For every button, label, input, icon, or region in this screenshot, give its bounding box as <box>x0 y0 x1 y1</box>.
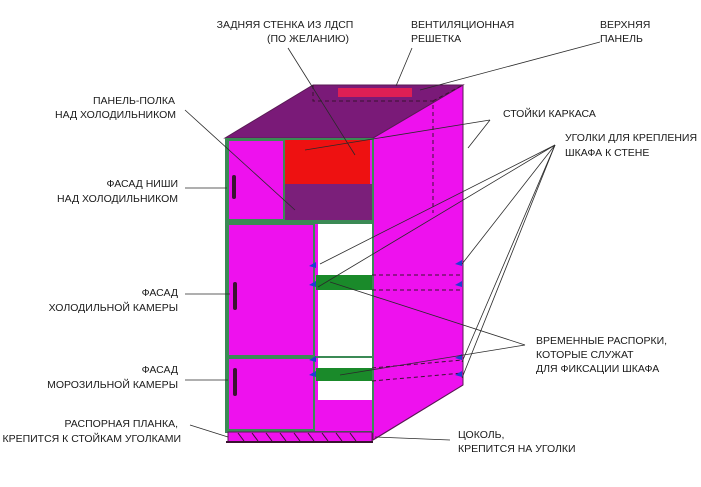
label-line: МОРОЗИЛЬНОЙ КАМЕРЫ <box>47 378 178 391</box>
label-shelf-panel: ПАНЕЛЬ-ПОЛКА НАД ХОЛОДИЛЬНИКОМ <box>55 95 176 121</box>
label-line: (ПО ЖЕЛАНИЮ) <box>267 33 349 45</box>
fridge-handle <box>233 282 237 310</box>
fridge-interior <box>314 224 372 432</box>
label-line: ЗАДНЯЯ СТЕНКА ИЗ ЛДСП <box>217 19 354 31</box>
freezer-handle <box>233 368 237 396</box>
hidden-edges <box>312 84 464 382</box>
niche-frame <box>225 138 374 222</box>
freezer-facade <box>227 357 315 431</box>
label-line: ВРЕМЕННЫЕ РАСПОРКИ, <box>536 335 667 347</box>
label-line: ФАСАД <box>142 364 178 376</box>
back-wall-panel <box>284 140 370 184</box>
label-wall-brackets: УГОЛКИ ДЛЯ КРЕПЛЕНИЯ ШКАФА К СТЕНЕ <box>565 132 697 159</box>
label-temp-spacers: ВРЕМЕННЫЕ РАСПОРКИ, КОТОРЫЕ СЛУЖАТ ДЛЯ Ф… <box>536 335 667 375</box>
bracket-icon <box>455 371 462 377</box>
label-line: РАСПОРНАЯ ПЛАНКА, <box>64 418 178 430</box>
label-fridge-facade: ФАСАД ХОЛОДИЛЬНОЙ КАМЕРЫ <box>49 287 178 314</box>
base-edge <box>372 384 464 441</box>
left-inner-side <box>314 224 372 432</box>
label-line: ФАСАД <box>142 287 178 299</box>
label-line: ПАНЕЛЬ-ПОЛКА <box>93 95 175 107</box>
label-line: НАД ХОЛОДИЛЬНИКОМ <box>55 109 176 121</box>
bracket-icon <box>309 281 316 287</box>
right-side-panel <box>372 84 464 441</box>
label-line: ДЛЯ ФИКСАЦИИ ШКАФА <box>536 363 659 375</box>
bracket-icon <box>309 356 316 362</box>
bracket-icon <box>455 281 462 287</box>
label-line: ФАСАД НИШИ <box>106 178 178 190</box>
bracket-icon <box>455 260 462 266</box>
niche-handle <box>232 175 236 199</box>
label-line: КРЕПИТСЯ К СТОЙКАМ УГОЛКАМИ <box>2 432 181 445</box>
label-line: ХОЛОДИЛЬНОЙ КАМЕРЫ <box>49 301 178 314</box>
plinth-hatching <box>237 432 357 442</box>
bracket-icon <box>309 371 316 377</box>
label-frame-posts: СТОЙКИ КАРКАСА <box>503 107 596 120</box>
label-line: ШКАФА К СТЕНЕ <box>565 147 649 159</box>
label-plinth: ЦОКОЛЬ, КРЕПИТСЯ НА УГОЛКИ <box>458 429 576 455</box>
label-freezer-facade: ФАСАД МОРОЗИЛЬНОЙ КАМЕРЫ <box>47 364 178 391</box>
bracket-icon <box>309 262 316 268</box>
label-back-wall: ЗАДНЯЯ СТЕНКА ИЗ ЛДСП (ПО ЖЕЛАНИЮ) <box>217 19 354 45</box>
label-line: РЕШЕТКА <box>411 33 461 45</box>
label-line: НАД ХОЛОДИЛЬНИКОМ <box>57 193 178 205</box>
label-line: КОТОРЫЕ СЛУЖАТ <box>536 349 634 361</box>
vent-grille <box>338 88 412 97</box>
label-line: ВЕНТИЛЯЦИОННАЯ <box>411 19 514 31</box>
label-spacer-bar: РАСПОРНАЯ ПЛАНКА, КРЕПИТСЯ К СТОЙКАМ УГО… <box>2 418 181 445</box>
temp-spacer-upper <box>316 275 372 290</box>
label-line: СТОЙКИ КАРКАСА <box>503 107 596 120</box>
label-line: ЦОКОЛЬ, <box>458 429 504 441</box>
label-line: УГОЛКИ ДЛЯ КРЕПЛЕНИЯ <box>565 132 697 144</box>
niche-facade <box>227 139 285 221</box>
label-niche-facade: ФАСАД НИШИ НАД ХОЛОДИЛЬНИКОМ <box>57 178 178 205</box>
label-line: КРЕПИТСЯ НА УГОЛКИ <box>458 443 576 455</box>
label-line: ПАНЕЛЬ <box>600 33 643 45</box>
label-line: ВЕРХНЯЯ <box>600 19 650 31</box>
label-vent-grille: ВЕНТИЛЯЦИОННАЯ РЕШЕТКА <box>411 19 514 45</box>
leader-lines <box>184 41 601 441</box>
label-top-panel: ВЕРХНЯЯ ПАНЕЛЬ <box>600 19 650 45</box>
fridge-facade <box>227 223 315 357</box>
wall-brackets <box>309 260 462 377</box>
